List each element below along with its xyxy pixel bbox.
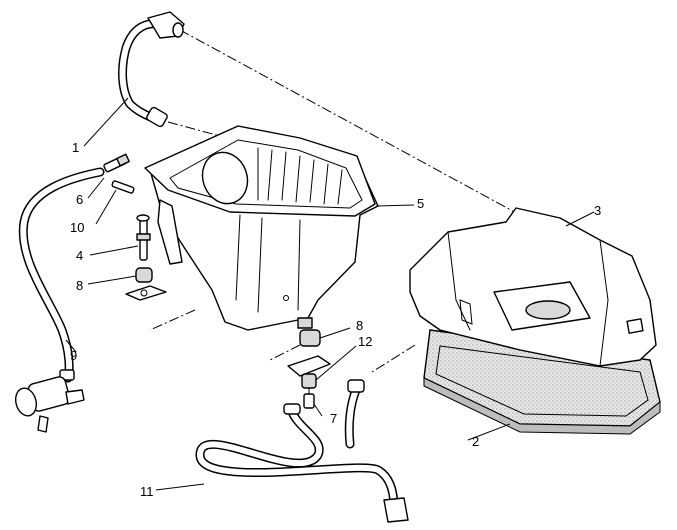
part-5-airbox [144,125,379,331]
part-9-hose-with-valve [14,167,105,433]
part-7-screw [303,387,315,409]
callout-8-right: 8 [356,318,363,333]
leader-lines [65,97,595,491]
callout-8-left: 8 [76,278,83,293]
part-6-fitting [103,153,130,173]
part-11-drain-hose [195,403,409,523]
callouts: 1 2 3 4 5 6 7 8 8 9 10 11 12 [70,140,601,499]
part-4-bolt [136,214,151,261]
callout-4: 4 [76,248,83,263]
callout-12: 12 [358,334,372,349]
callout-7: 7 [330,411,337,426]
callout-9: 9 [70,348,77,363]
callout-11: 11 [140,484,154,499]
part-10-pin [111,180,135,194]
part-8-grommet-left [125,267,167,301]
callout-6: 6 [76,192,83,207]
part-1-elbow-hose [118,11,185,128]
callout-3: 3 [594,203,601,218]
callout-2: 2 [472,434,479,449]
callout-1: 1 [72,140,79,155]
part-8-grommet-right [299,329,321,347]
callout-10: 10 [70,220,84,235]
callout-5: 5 [417,196,424,211]
airbox-ribs [257,147,343,205]
part-12-bracket [287,355,331,389]
filter-side-hose [344,379,365,449]
part-3-cover [409,207,657,367]
